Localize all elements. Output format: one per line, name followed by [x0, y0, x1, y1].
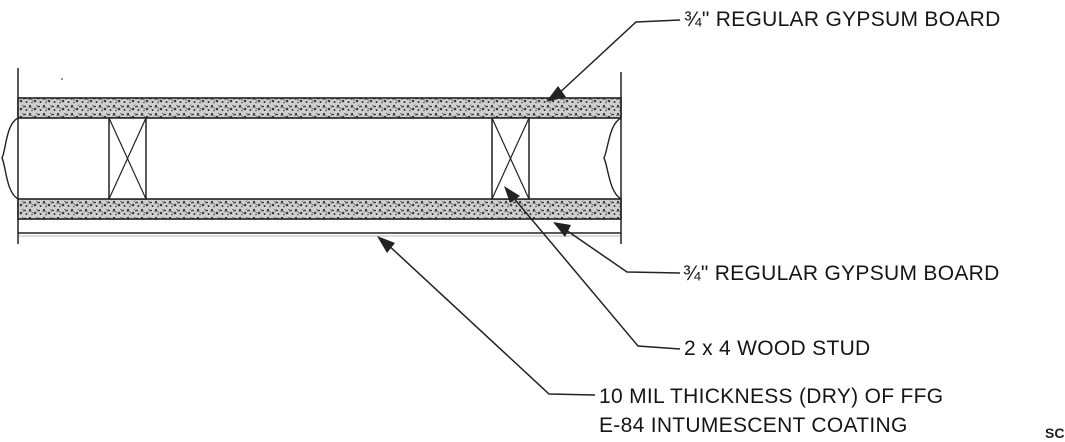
- leader-top-board: [546, 19, 681, 102]
- right-break-symbol: [603, 117, 622, 200]
- right-wood-stud: [491, 117, 530, 200]
- leader-coating: [377, 236, 596, 396]
- bottom-gypsum-board: [17, 198, 622, 220]
- corner-fragment-text: SC: [1045, 425, 1065, 441]
- label-bottom-gypsum-board: ¾" REGULAR GYPSUM BOARD: [683, 262, 1000, 285]
- left-break-symbol: [1, 117, 19, 200]
- top-gypsum-board: [17, 97, 622, 119]
- leader-bottom-board: [553, 222, 681, 274]
- left-wood-stud: [108, 117, 147, 200]
- label-top-gypsum-board: ¾" REGULAR GYPSUM BOARD: [684, 8, 1001, 31]
- label-coating-line2: E-84 INTUMESCENT COATING: [599, 414, 908, 437]
- leader-stud: [504, 186, 681, 350]
- label-wood-stud: 2 x 4 WOOD STUD: [684, 337, 871, 360]
- label-coating-line1: 10 MIL THICKNESS (DRY) OF FFG: [599, 385, 944, 408]
